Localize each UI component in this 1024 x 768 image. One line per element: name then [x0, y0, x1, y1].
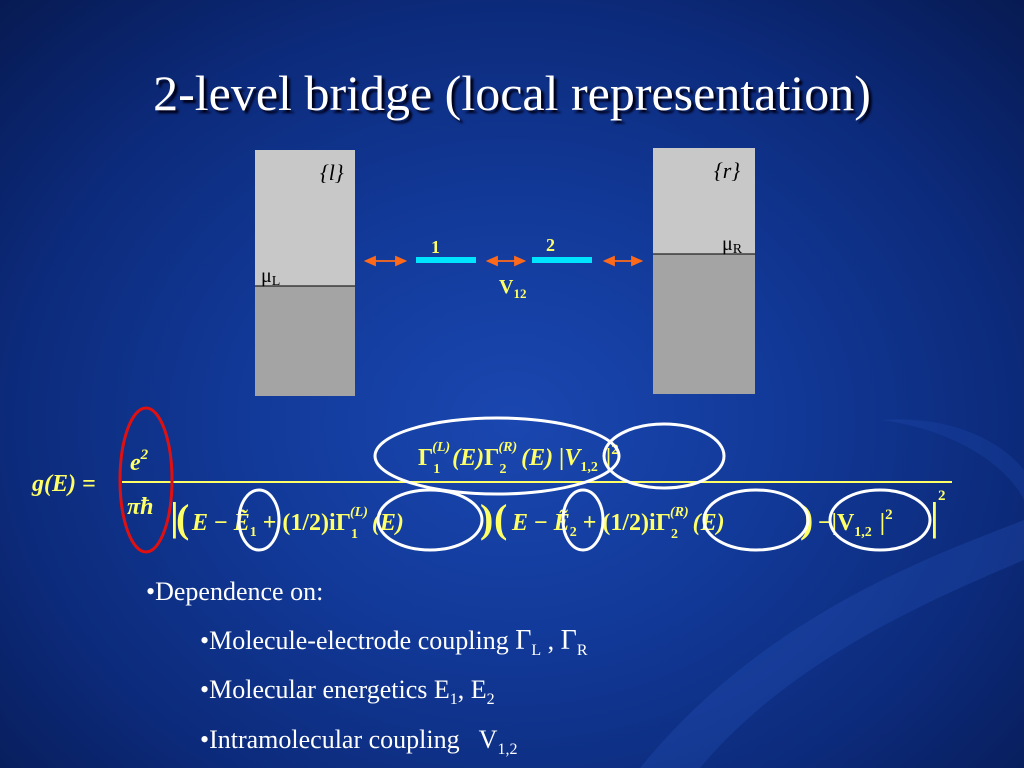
- slide-title: 2-level bridge (local representation): [153, 65, 871, 121]
- left-set-label: {l}: [320, 160, 344, 185]
- highlight-denominator-coupling: [828, 488, 932, 552]
- numerator: Γ1(L)(E)Γ2(R)(E)|V1,2|2: [418, 440, 619, 477]
- denominator-term-2: E−Ẽ2+ (1/2)iΓ2(R)(E): [511, 505, 725, 542]
- denominator-coupling: −|V1,2|2: [818, 507, 893, 540]
- highlight-prefactor: [118, 406, 174, 554]
- highlight-gamma2: [702, 488, 810, 552]
- highlight-E2: [561, 488, 605, 552]
- right-set-label: {r}: [714, 158, 740, 183]
- conductance-formula: g(E) = e2 πħ Γ1(L)(E)Γ2(R)(E)|V1,2|2 | (…: [31, 440, 952, 542]
- arrow-left-to-1: [363, 255, 408, 267]
- bullet-energetics: •Molecular energetics E1, E2: [200, 675, 495, 708]
- bullet-intramolecular: •Intramolecular coupling V1,2: [200, 725, 518, 758]
- denominator-close-bar: |: [930, 494, 939, 539]
- denominator-open-bar: |: [170, 494, 179, 539]
- coupling-label: V12: [499, 276, 526, 301]
- prefactor-denominator: πħ: [127, 494, 153, 520]
- highlight-gamma1: [376, 488, 484, 552]
- right-electrode: {r} μR: [653, 148, 755, 394]
- highlight-numerator-gammas: [373, 416, 621, 496]
- highlight-numerator-coupling: [602, 422, 726, 490]
- denominator-paren-1-open: (: [176, 496, 189, 541]
- denominator-outer-power: 2: [938, 488, 946, 504]
- left-electrode: {l} μL: [255, 150, 355, 396]
- bullet-dependence: •Dependence on:: [146, 577, 324, 606]
- level-1-label: 1: [431, 237, 440, 257]
- bullet-coupling: •Molecule-electrode coupling ΓL , ΓR: [200, 625, 588, 659]
- level-2-label: 2: [546, 235, 555, 255]
- level-2: [532, 257, 592, 263]
- highlight-E1: [237, 488, 281, 552]
- denominator-paren-1-close: ): [480, 496, 493, 541]
- prefactor-numerator: e2: [130, 447, 149, 476]
- arrow-2-to-right: [602, 255, 644, 267]
- formula-lhs: g(E) =: [31, 471, 96, 497]
- coupling-arrows: [363, 255, 644, 267]
- mu-right-label: μR: [722, 233, 743, 257]
- arrow-1-to-2: [485, 255, 527, 267]
- denominator-term-1: E−Ẽ1+ (1/2)iΓ1(L)(E): [191, 505, 404, 542]
- mu-left-label: μL: [261, 265, 280, 289]
- denominator-paren-2-open: (: [494, 496, 507, 541]
- level-1: [416, 257, 476, 263]
